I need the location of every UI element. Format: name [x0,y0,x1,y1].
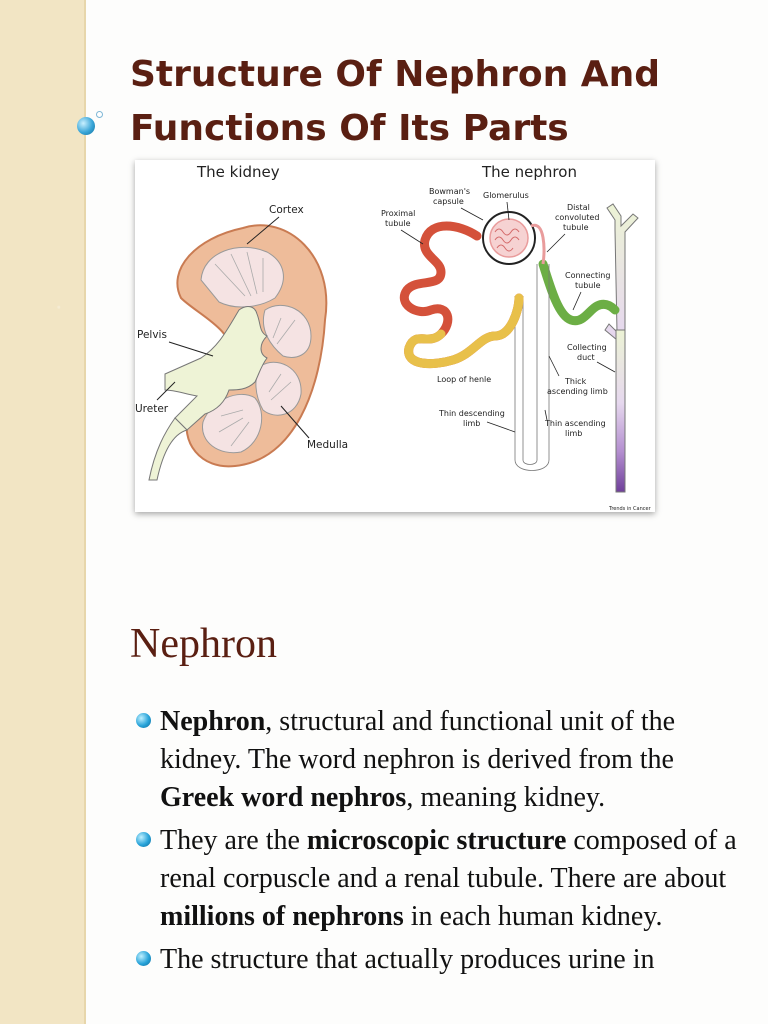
kidney-medulla-pyramid-bottom [202,393,263,454]
leader-connecting [572,291,582,311]
label-thick-ascending-1: Thick [564,377,587,386]
decorative-side-rule [84,0,86,1024]
leader-ureter [156,381,176,401]
leader-pelvis [168,341,214,357]
bullet-list: Nephron, structural and functional unit … [134,703,754,984]
nephron-drawing [400,203,639,493]
connecting-tubule-shape [538,259,620,326]
bullet-bold-text: Greek word nephros [160,782,407,813]
distal-tubule-shape [530,223,546,265]
label-connecting-2: tubule [575,281,601,290]
label-ureter: Ureter [135,403,169,415]
label-bowmans-capsule-1: Bowman's [429,187,470,196]
label-connecting-1: Connecting [565,271,610,280]
label-distal-3: tubule [563,223,589,232]
bullet-text: They are the [160,825,307,856]
figure-credit: Trends in Cancer [608,506,652,512]
kidney-nephron-figure: The kidney The nephron [135,160,655,512]
leader-bowmans-capsule [460,207,484,221]
kidney-labels: Cortex Pelvis Ureter Medulla [135,204,348,451]
label-loop-of-henle: Loop of henle [437,375,491,384]
bullet-item: The structure that actually produces uri… [134,941,754,979]
leader-distal [546,233,566,253]
label-medulla: Medulla [307,439,348,451]
leader-medulla [280,405,310,439]
label-collecting-1: Collecting [567,343,607,352]
bullet-text: The structure that actually produces uri… [160,944,655,975]
leader-thin-descending [486,421,516,433]
slide-title: Structure Of Nephron And Functions Of It… [130,48,750,156]
thick-ascending-limb-outline [536,264,550,460]
loop-of-henle-bend [514,459,550,471]
leader-collecting [596,361,616,373]
proximal-tubule-yellow-section [404,293,524,369]
kidney-panel-title: The kidney [196,163,280,181]
decorative-side-band [0,0,84,1024]
label-thin-ascending-1: Thin ascending [544,419,606,428]
leader-proximal [400,229,424,245]
label-collecting-2: duct [577,353,595,362]
bullet-bold-text: millions of nephrons [160,901,404,932]
glomerulus-capillaries [494,228,520,252]
label-bowmans-capsule-2: capsule [433,197,464,206]
collecting-duct-lower [615,329,626,493]
label-proximal-2: tubule [385,219,411,228]
label-proximal-1: Proximal [381,209,415,218]
kidney-drawing [148,224,328,481]
kidney-pyramid-striations [214,251,296,447]
label-distal-2: convoluted [555,213,599,222]
bullet-text: in each human kidney. [403,901,663,932]
label-distal-1: Distal [567,203,590,212]
kidney-pelvis-shape [164,306,268,431]
bullet-text: composed of a renal corpuscle and a rena… [160,825,737,894]
bullet-item: Nephron, structural and functional unit … [134,703,754,817]
leader-glomerulus [506,201,510,221]
bullet-bold-text: Nephron [160,706,266,737]
leader-cortex [246,216,280,245]
kidney-medulla-pyramid-right [263,304,312,358]
leader-thick-ascending [548,355,560,377]
slide-title-line-2: Functions Of Its Parts [130,108,569,149]
nephron-panel-title: The nephron [481,163,577,181]
kidney-medulla-pyramid-lower-right [255,361,302,416]
section-heading-nephron: Nephron [130,621,277,667]
kidney-ureter-shape [148,417,188,481]
label-thin-descending-2: limb [463,419,480,428]
bullet-text: , structural and functional unit of the … [160,706,676,775]
kidney-nephron-diagram: The kidney The nephron [135,163,652,512]
decorative-small-bead [96,111,103,118]
label-thin-descending-1: Thin descending [438,409,505,418]
label-thin-ascending-2: limb [565,429,582,438]
label-glomerulus: Glomerulus [483,191,529,200]
label-pelvis: Pelvis [137,329,167,341]
label-cortex: Cortex [269,204,304,216]
bullet-bold-text: microscopic structure [306,825,567,856]
bullet-item: They are the microscopic structure compo… [134,822,754,936]
decorative-bead [77,117,95,135]
slide-title-line-1: Structure Of Nephron And [130,54,661,95]
nephron-labels: Bowman's capsule Glomerulus Proximal tub… [381,187,652,512]
bullet-text: , meaning kidney. [406,782,606,813]
label-thick-ascending-2: ascending limb [547,387,608,396]
leader-thin-ascending [544,409,548,421]
